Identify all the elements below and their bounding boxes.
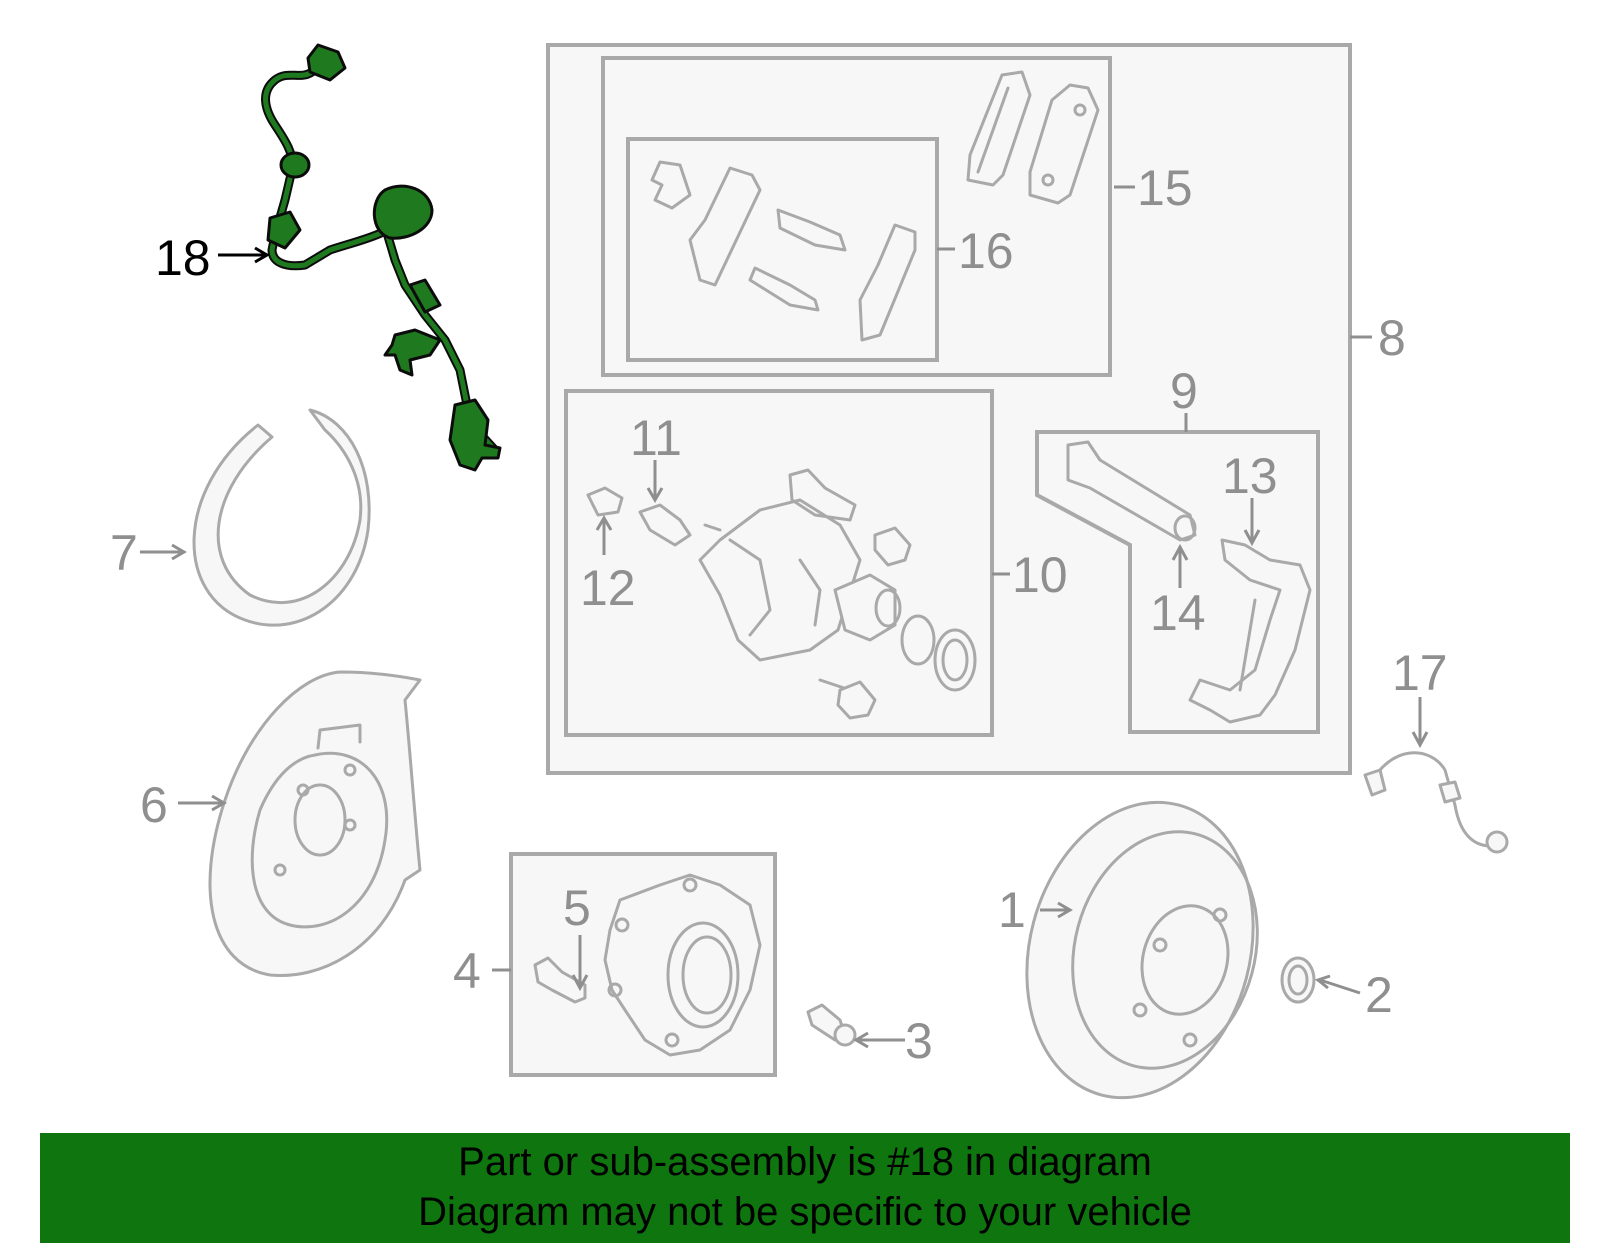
hub-bearing-part-4[interactable] <box>603 873 762 1057</box>
banner-line-1: Part or sub-assembly is #18 in diagram <box>458 1140 1152 1184</box>
callout-17: 17 <box>1392 645 1448 701</box>
callout-6: 6 <box>140 777 168 833</box>
banner-line-2: Diagram may not be specific to your vehi… <box>418 1190 1192 1234</box>
leader-lines <box>140 185 1429 1049</box>
caliper-part-10[interactable] <box>698 468 977 720</box>
bolt-part-3[interactable] <box>806 1003 857 1047</box>
callout-12: 12 <box>580 560 636 616</box>
callout-13: 13 <box>1222 448 1278 504</box>
callout-16: 16 <box>958 223 1014 279</box>
callout-9: 9 <box>1170 363 1198 419</box>
caliper-bracket-part-13[interactable] <box>1188 538 1312 724</box>
callout-18: 18 <box>155 230 211 286</box>
pad-hardware-part-16[interactable] <box>650 160 917 342</box>
hub-bolt-part-5[interactable] <box>533 956 587 1004</box>
assembly-box-9 <box>1035 430 1320 734</box>
callout-7: 7 <box>110 525 138 581</box>
callout-2: 2 <box>1365 967 1393 1023</box>
backing-plate-part-6[interactable] <box>208 670 422 978</box>
info-banner: Part or sub-assembly is #18 in diagram D… <box>40 1133 1570 1243</box>
callout-14: 14 <box>1150 585 1206 641</box>
bleeder-cap-part-12[interactable] <box>586 486 624 517</box>
nut-part-2[interactable] <box>1280 956 1316 1004</box>
brake-hose-part-17[interactable] <box>1363 751 1509 854</box>
callout-4: 4 <box>453 943 481 999</box>
callout-15: 15 <box>1137 160 1193 216</box>
callout-8: 8 <box>1378 310 1406 366</box>
callout-3: 3 <box>905 1013 933 1069</box>
abs-sensor-part-18[interactable] <box>261 43 502 472</box>
bleeder-screw-part-11[interactable] <box>638 503 692 547</box>
callout-1: 1 <box>998 882 1026 938</box>
brake-rotor-part-1[interactable] <box>995 777 1285 1124</box>
guide-pin-part-14[interactable] <box>1066 440 1197 542</box>
assembly-box-16 <box>626 137 939 362</box>
callout-10: 10 <box>1012 547 1068 603</box>
callout-11: 11 <box>630 410 682 466</box>
brake-pads-part-15[interactable] <box>966 70 1100 205</box>
parking-brake-shoe-part-7[interactable] <box>192 408 371 627</box>
parts-diagram: 1 2 3 4 5 6 7 8 9 10 11 12 13 14 15 16 1… <box>110 43 1509 1124</box>
callout-5: 5 <box>563 880 591 936</box>
